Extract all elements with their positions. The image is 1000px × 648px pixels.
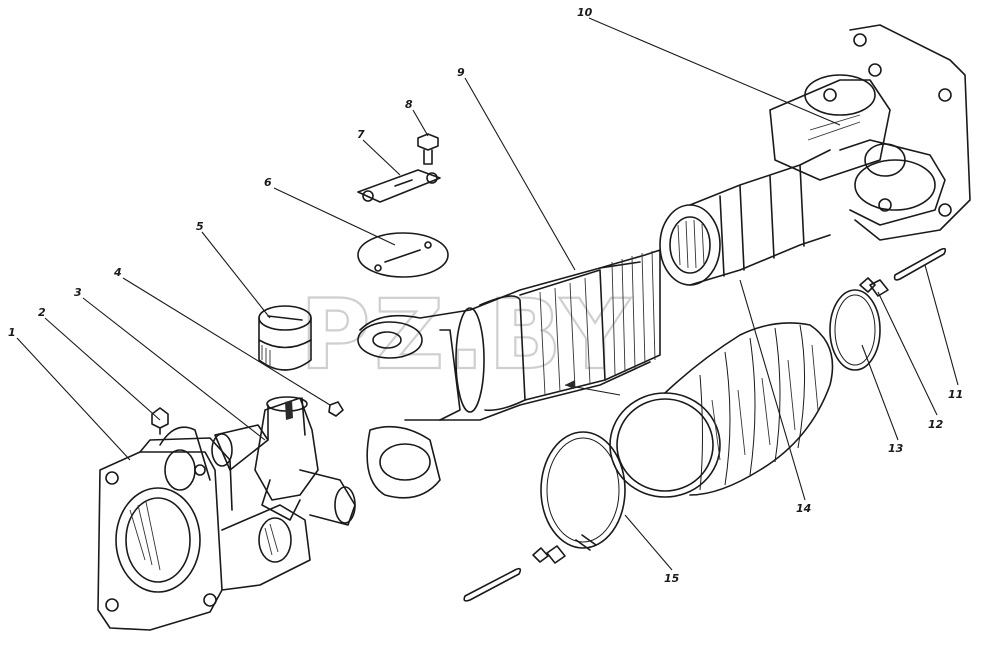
- clamp-ring-small-part: [829, 289, 881, 371]
- leader-lines: [16, 17, 959, 571]
- flange-yoke-part: [97, 426, 311, 631]
- callout-9: 9: [457, 66, 465, 79]
- callout-15: 15: [664, 572, 680, 585]
- grease-fitting-part: [151, 407, 169, 435]
- callout-2: 2: [38, 306, 46, 319]
- cover-plate-part: [357, 232, 449, 278]
- callout-12: 12: [928, 418, 944, 431]
- screw-part: [328, 401, 344, 417]
- callout-13: 13: [888, 442, 904, 455]
- clamp-ring-large-part: [540, 431, 626, 551]
- spider-cross-part: [211, 396, 356, 526]
- clip-bottom-part: [532, 545, 566, 564]
- rubber-boot-part: [609, 322, 834, 498]
- callout-4: 4: [113, 266, 122, 279]
- callout-8: 8: [405, 98, 413, 111]
- callout-11: 11: [948, 388, 963, 401]
- callout-10: 10: [577, 6, 593, 19]
- bearing-cup-part: [258, 305, 312, 371]
- callout-5: 5: [196, 220, 204, 233]
- bolt-part: [417, 133, 439, 165]
- watermark: PZ.BY: [300, 279, 634, 391]
- cotter-pin-right-part: [893, 247, 947, 281]
- callout-3: 3: [74, 286, 82, 299]
- lock-plate-part: [357, 169, 441, 203]
- callout-6: 6: [264, 176, 272, 189]
- cotter-pin-bottom-part: [463, 567, 522, 602]
- callout-7: 7: [357, 128, 365, 141]
- slip-yoke-flange-part: [659, 24, 971, 286]
- callout-14: 14: [796, 502, 811, 515]
- arrow-head: [565, 380, 575, 389]
- callout-1: 1: [8, 326, 16, 339]
- callout-labels: 1 2 3 4 5 6 7 8 9 10 11 12 13 14 15: [8, 6, 963, 585]
- clip-right-part: [859, 277, 889, 297]
